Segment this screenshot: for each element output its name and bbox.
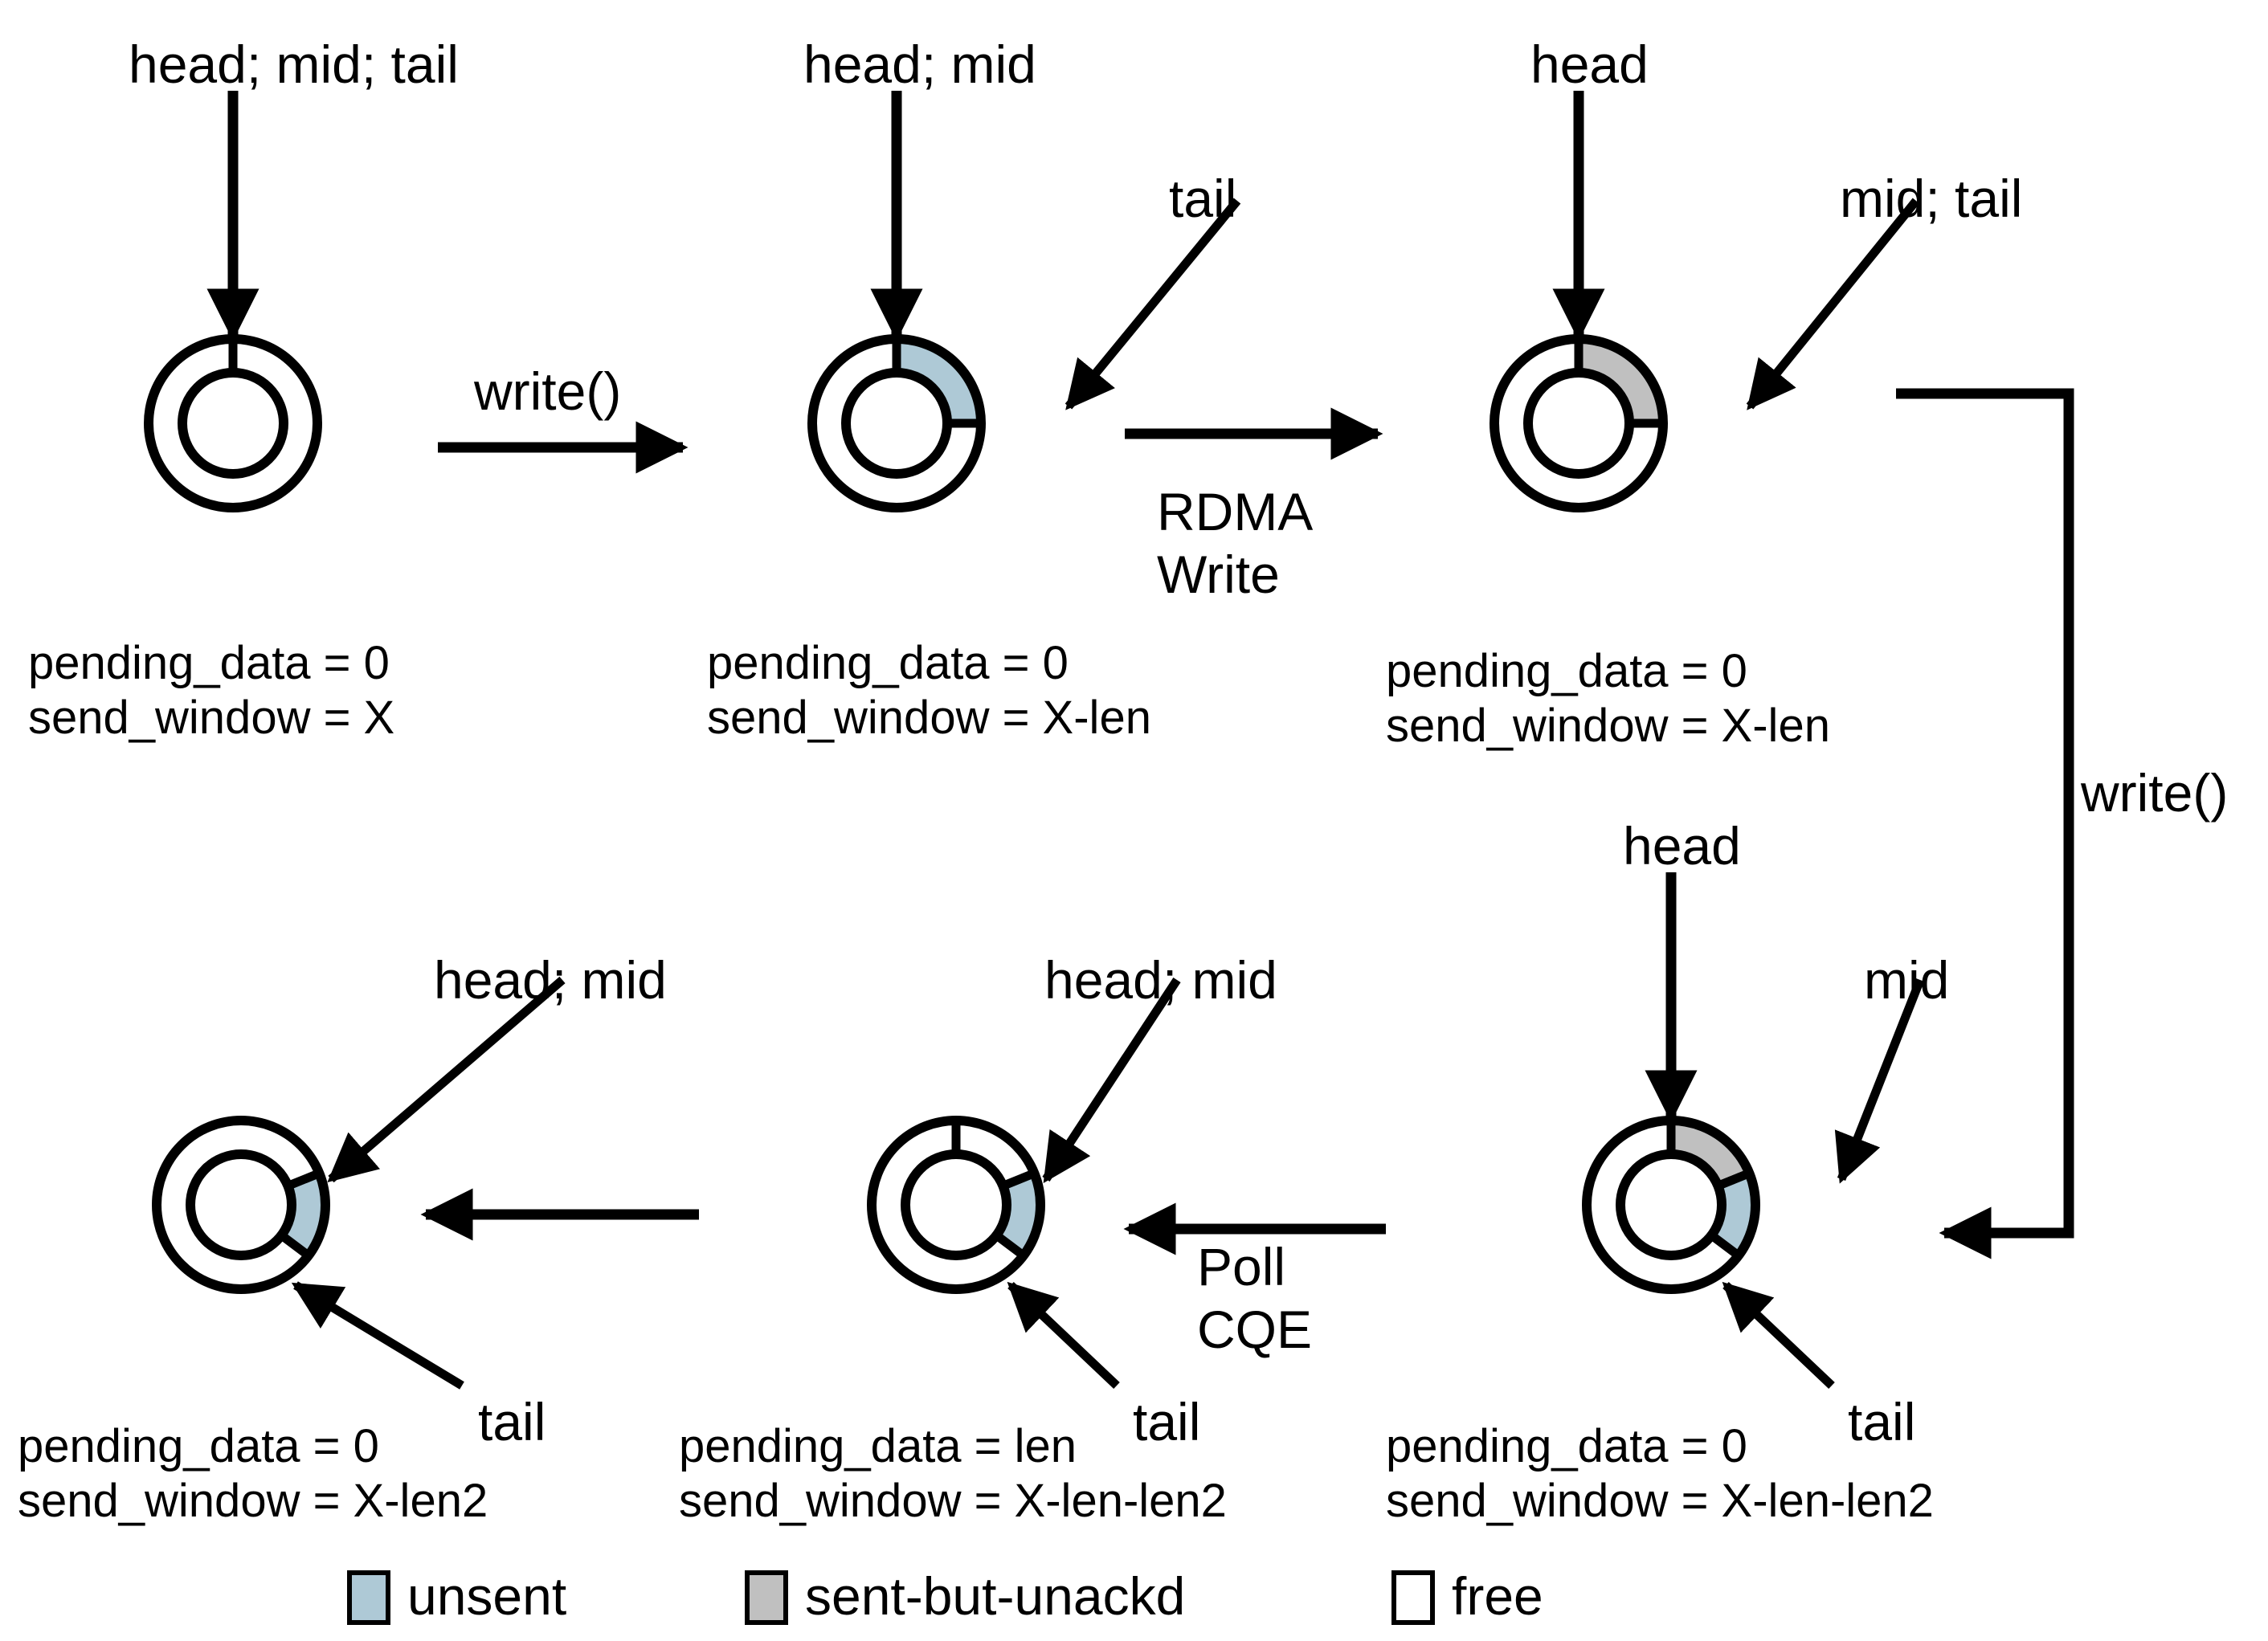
ring-2-top-pointer-label: head; mid: [803, 35, 1036, 94]
ring-4-pointer-label-0: mid: [1864, 950, 1949, 1010]
ring-1-top-pointer-label: head; mid; tail: [129, 35, 459, 94]
legend-layer: unsent sent-but-unackd free: [347, 1566, 1543, 1626]
legend-swatch-1: [745, 1570, 788, 1625]
ring-3: head mid; tail pending_data = 0send_window…: [1386, 35, 2022, 752]
ring-3-inner-circle: [1523, 368, 1634, 479]
ring-6-pointer-label-0: head; mid: [434, 950, 667, 1010]
ring-6-pointer-arrow-1: [291, 1281, 464, 1390]
ring-2-pointer-arrow-0: [1065, 198, 1241, 410]
ring-3-top-pointer-label: head: [1530, 35, 1649, 94]
legend-item-sent-but-unackd: sent-but-unackd: [745, 1566, 1185, 1626]
rdma-write-label-line2: Write: [1157, 545, 1280, 604]
ring-1-pending-data-label: pending_data = 0: [28, 637, 390, 689]
legend-swatch-2: [1391, 1570, 1435, 1625]
poll-cqe-label-line1: Poll: [1197, 1237, 1285, 1296]
poll-cqe-label-line2: CQE: [1197, 1300, 1312, 1359]
ring-6-pointer-arrow-0: [327, 976, 566, 1183]
ring-4-pending-data-label: pending_data = 0: [1386, 1420, 1747, 1472]
ring-6-pending-data-label: pending_data = 0: [18, 1420, 379, 1472]
ring-5-pointer-arrow-1: [1007, 1281, 1120, 1389]
write-1: write(): [438, 361, 689, 474]
ring-6-send-window-label: send_window = X-len2: [18, 1475, 488, 1527]
ring-5-pointer-label-1: tail: [1133, 1392, 1200, 1451]
legend-swatch-0: [347, 1570, 390, 1625]
ring-6-pointer-label-1: tail: [478, 1392, 546, 1451]
ring-1-send-window-label: send_window = X: [28, 692, 394, 744]
ring-5-inner-circle: [901, 1149, 1011, 1260]
rdma-write-label-line1: RDMA: [1157, 482, 1313, 541]
legend-label-0: unsent: [407, 1566, 566, 1626]
legend-item-unsent: unsent: [347, 1566, 566, 1626]
ring-2-send-window-label: send_window = X-len: [707, 692, 1151, 744]
ring-1-inner-circle: [178, 368, 288, 479]
ring-2-inner-circle: [841, 368, 952, 479]
ring-1: head; mid; tail pending_data = 0send_wind…: [28, 35, 459, 744]
write-2-loop-label: write(): [2080, 763, 2228, 823]
ring-4-pointer-arrow-1: [1722, 1281, 1835, 1389]
ring-5-send-window-label: send_window = X-len-len2: [679, 1475, 1227, 1527]
ring-3-pointer-arrow-0: [1746, 198, 1920, 410]
legend-label-1: sent-but-unackd: [805, 1566, 1185, 1626]
ring-6-outer-circle: [152, 1116, 330, 1294]
legend-item-free: free: [1391, 1566, 1543, 1626]
ring-5-pending-data-label: pending_data = len: [679, 1420, 1077, 1472]
ring-5-pointer-arrow-0: [1042, 977, 1181, 1184]
write-2-loop-arrow: [1896, 388, 2074, 1259]
write-2-loop: write(): [1896, 388, 2228, 1259]
ring-6-inner-circle: [186, 1149, 296, 1260]
ring-2-pending-data-label: pending_data = 0: [707, 637, 1069, 689]
ring-4-top-pointer-label: head: [1623, 816, 1741, 876]
ring-4-pointer-label-1: tail: [1848, 1392, 1915, 1451]
ring-3-pointer-label-0: mid; tail: [1840, 169, 2022, 228]
ring-6: head; mid tail pending_data = 0send_window…: [18, 950, 667, 1527]
legend-label-2: free: [1452, 1566, 1543, 1626]
ring-4-pointer-arrow-0: [1834, 978, 1925, 1184]
ring-4-send-window-label: send_window = X-len-len2: [1386, 1475, 1934, 1527]
ring-4-inner-circle: [1616, 1149, 1727, 1260]
ring-3-pending-data-label: pending_data = 0: [1386, 645, 1747, 697]
ring-3-send-window-label: send_window = X-len: [1386, 700, 1830, 752]
write-1-label: write(): [473, 361, 621, 421]
